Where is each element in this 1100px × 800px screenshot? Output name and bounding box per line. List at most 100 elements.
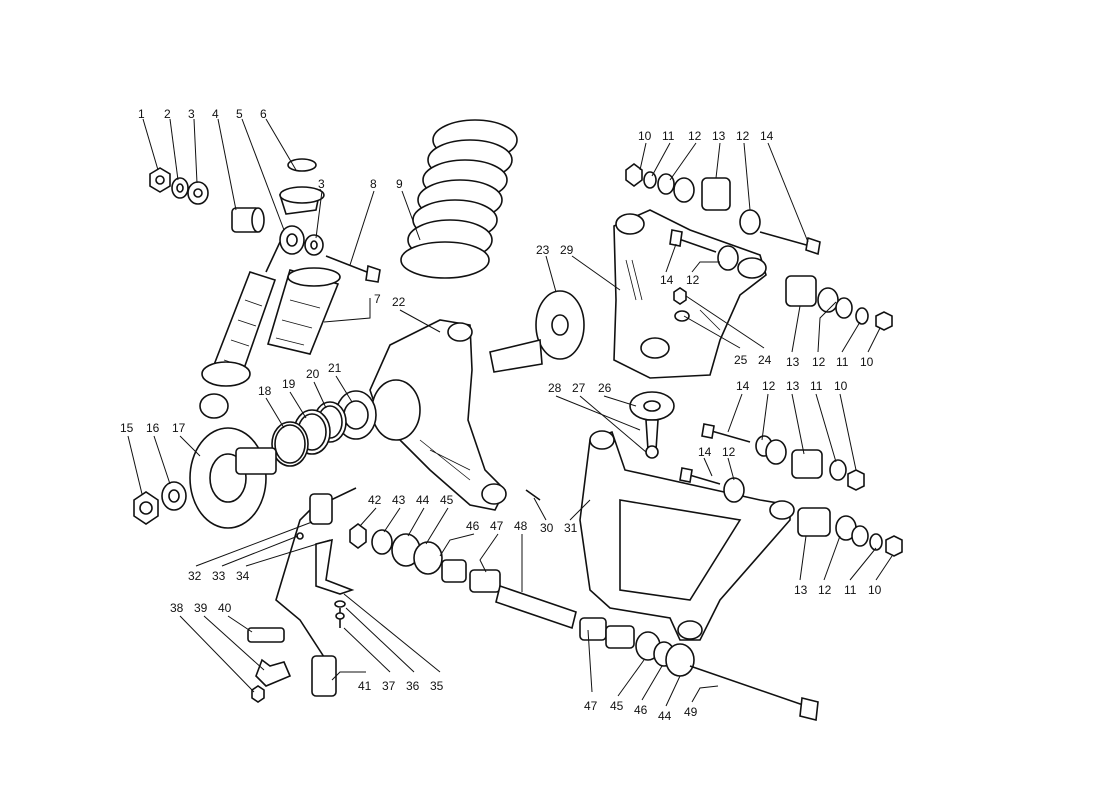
part-mid-hardware (679, 423, 865, 503)
callout-5: 5 (236, 107, 243, 121)
part-hub-flange-26 (629, 391, 675, 459)
part-upper-hardware (625, 163, 893, 331)
part-clamp-39 (247, 627, 292, 703)
callout-13d: 13 (794, 583, 808, 597)
part-lower-bushes (579, 617, 695, 677)
leader-lines (127, 118, 893, 707)
callout-49: 49 (684, 705, 698, 719)
part-tube-48 (495, 584, 577, 630)
callout-29: 29 (560, 243, 574, 257)
callout-47b: 47 (584, 699, 598, 713)
part-bush-stack (349, 523, 501, 593)
callout-15: 15 (120, 421, 134, 435)
callout-10b: 10 (860, 355, 874, 369)
callout-13: 13 (712, 129, 726, 143)
callout-11c: 11 (810, 379, 823, 393)
part-hub-17 (189, 427, 277, 529)
callout-33: 33 (212, 569, 226, 583)
callout-12b: 12 (736, 129, 750, 143)
callout-30: 30 (540, 521, 554, 535)
part-pin-30 (525, 489, 541, 501)
callout-17: 17 (172, 421, 186, 435)
part-bolt-49 (689, 665, 819, 721)
part-washer-16 (161, 481, 187, 511)
callout-14c: 14 (736, 379, 750, 393)
part-washer-2 (171, 177, 189, 199)
part-lower-right-hardware (797, 507, 903, 557)
callout-4: 4 (212, 107, 219, 121)
callout-40: 40 (218, 601, 232, 615)
part-nut-25 (673, 287, 690, 322)
callout-2: 2 (164, 107, 171, 121)
callout-31: 31 (564, 521, 578, 535)
callout-9: 9 (396, 177, 403, 191)
callout-44b: 44 (658, 709, 672, 723)
callout-12c: 12 (686, 273, 700, 287)
part-bolt-8 (325, 255, 381, 283)
callout-3: 3 (188, 107, 195, 121)
callout-12f: 12 (722, 445, 736, 459)
callout-3b: 3 (318, 177, 325, 191)
callout-38: 38 (170, 601, 184, 615)
callout-41: 41 (358, 679, 372, 693)
parts-drawing (133, 119, 903, 721)
callout-24: 24 (758, 353, 772, 367)
callout-28: 28 (548, 381, 562, 395)
part-shock-absorber (199, 241, 281, 419)
callout-45: 45 (440, 493, 454, 507)
callout-46b: 46 (634, 703, 648, 717)
callout-7: 7 (374, 292, 381, 306)
part-hub-carrier-22 (369, 319, 507, 511)
part-nut-1 (149, 167, 171, 193)
callout-8: 8 (370, 177, 377, 191)
callout-14b: 14 (660, 273, 674, 287)
callout-48: 48 (514, 519, 528, 533)
part-washer-3 (187, 181, 209, 205)
callout-27: 27 (572, 381, 586, 395)
callout-14: 14 (760, 129, 774, 143)
part-shock-eye-5 (279, 225, 305, 255)
callout-10: 10 (638, 129, 652, 143)
callout-36: 36 (406, 679, 420, 693)
callout-42: 42 (368, 493, 382, 507)
callout-12: 12 (688, 129, 702, 143)
callout-26: 26 (598, 381, 612, 395)
part-bush-4 (231, 207, 265, 233)
callout-34: 34 (236, 569, 250, 583)
callout-12e: 12 (762, 379, 776, 393)
part-bracket-35 (315, 538, 355, 595)
callout-45b: 45 (610, 699, 624, 713)
callout-23: 23 (536, 243, 550, 257)
callout-21: 21 (328, 361, 342, 375)
callout-16: 16 (146, 421, 160, 435)
callout-35: 35 (430, 679, 444, 693)
callout-10d: 10 (868, 583, 882, 597)
callout-47: 47 (490, 519, 504, 533)
callout-12d: 12 (812, 355, 826, 369)
callout-22: 22 (392, 295, 406, 309)
callout-11b: 11 (836, 355, 849, 369)
callout-44: 44 (416, 493, 430, 507)
callout-18: 18 (258, 384, 272, 398)
callout-6: 6 (260, 107, 267, 121)
callout-19: 19 (282, 377, 296, 391)
callout-13b: 13 (786, 355, 800, 369)
part-washer-3b (304, 234, 324, 256)
callout-37: 37 (382, 679, 396, 693)
callout-43: 43 (392, 493, 406, 507)
callout-12g: 12 (818, 583, 832, 597)
part-dust-boot-7 (266, 267, 341, 355)
callout-14d: 14 (698, 445, 712, 459)
callout-25: 25 (734, 353, 748, 367)
part-stub-axle-23 (489, 290, 585, 373)
part-nut-15 (133, 491, 159, 525)
part-screw-36 (334, 600, 346, 628)
callout-13c: 13 (786, 379, 800, 393)
callout-labels: 1 2 3 4 5 6 3 8 9 7 22 21 20 19 18 15 16… (120, 107, 882, 723)
callout-32: 32 (188, 569, 202, 583)
part-circlip-18 (271, 421, 309, 467)
callout-1: 1 (138, 107, 145, 121)
callout-39: 39 (194, 601, 208, 615)
part-coil-spring-9 (400, 119, 518, 279)
